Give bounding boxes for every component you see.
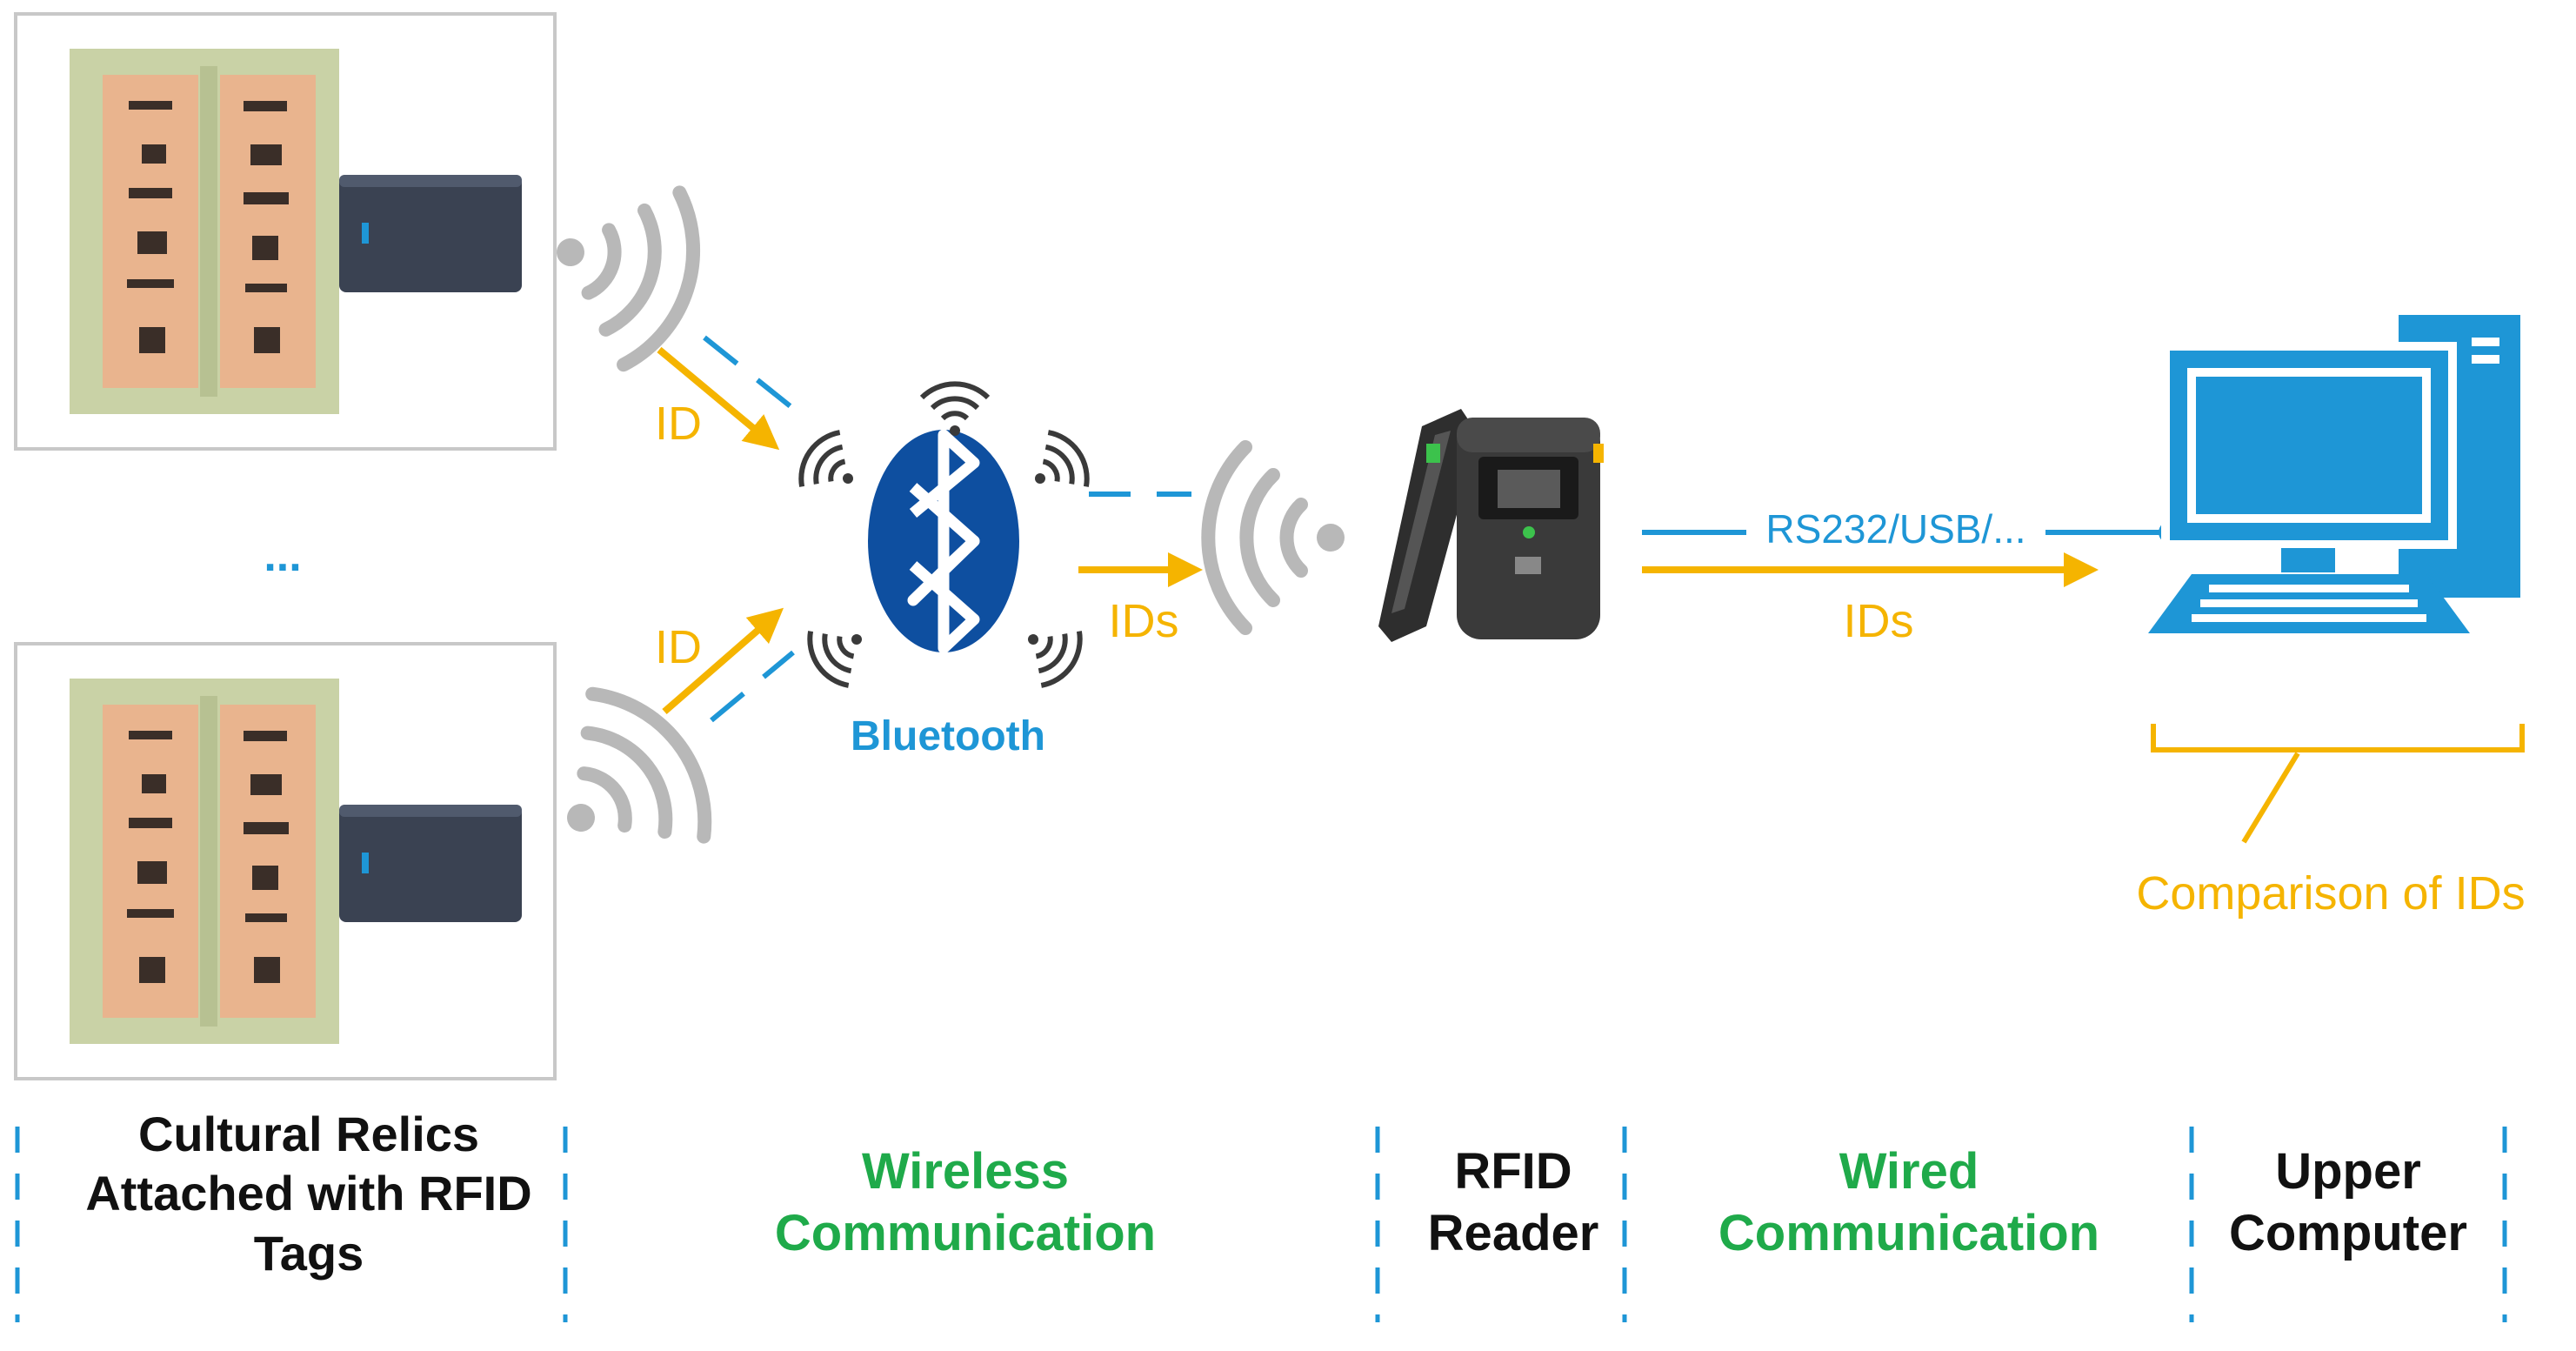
section-line: Wired <box>1839 1143 1979 1200</box>
rfid-reader-device <box>1378 409 1604 642</box>
section-wired-title: Wired Communication <box>1644 1141 2174 1265</box>
ids-wireless-label: IDs <box>1108 595 1179 647</box>
section-wireless-title: Wireless Communication <box>704 1141 1226 1265</box>
wifi-signal-icon <box>530 162 715 376</box>
section-dividers <box>15 1127 2507 1322</box>
section-line: Reader <box>1427 1204 1599 1261</box>
section-line: Communication <box>1718 1204 2100 1261</box>
section-relics-title: Cultural Relics Attached with RFID Tags <box>26 1105 591 1283</box>
desktop-computer-icon <box>2148 315 2520 633</box>
wifi-signal-icon <box>922 384 988 436</box>
cultural-relic-image <box>14 12 557 451</box>
comparison-bracket <box>2151 724 2525 844</box>
wifi-signal-icon <box>799 609 879 692</box>
section-line: Communication <box>774 1204 1157 1261</box>
section-line: Upper <box>2275 1143 2421 1200</box>
section-line: Cultural Relics <box>137 1107 480 1161</box>
comparison-label: Comparison of IDs <box>2136 867 2526 920</box>
wifi-signal-icon <box>791 425 871 508</box>
section-line: Attached with RFID <box>85 1166 532 1221</box>
section-line: RFID <box>1454 1143 1572 1200</box>
section-reader-title: RFID Reader <box>1391 1141 1635 1265</box>
rs232-label: RS232/USB/... <box>1746 505 2045 554</box>
wireless-dashed-links <box>703 335 1191 723</box>
wifi-signal-icon <box>1208 447 1345 628</box>
cultural-relic-image <box>14 642 557 1080</box>
bluetooth-icon <box>791 384 1097 693</box>
ids-wired-label: IDs <box>1843 595 1914 647</box>
section-computer-title: Upper Computer <box>2196 1141 2500 1265</box>
bottom-id-label: ID <box>655 621 702 673</box>
bluetooth-label: Bluetooth <box>851 713 1045 759</box>
id-arrows <box>657 346 2099 715</box>
section-line: Computer <box>2229 1204 2467 1261</box>
section-line: Wireless <box>861 1143 1070 1200</box>
wifi-signal-icon <box>1017 425 1097 508</box>
section-line: Tags <box>253 1225 364 1281</box>
ellipsis-label: ... <box>264 531 302 581</box>
top-id-label: ID <box>655 398 702 450</box>
